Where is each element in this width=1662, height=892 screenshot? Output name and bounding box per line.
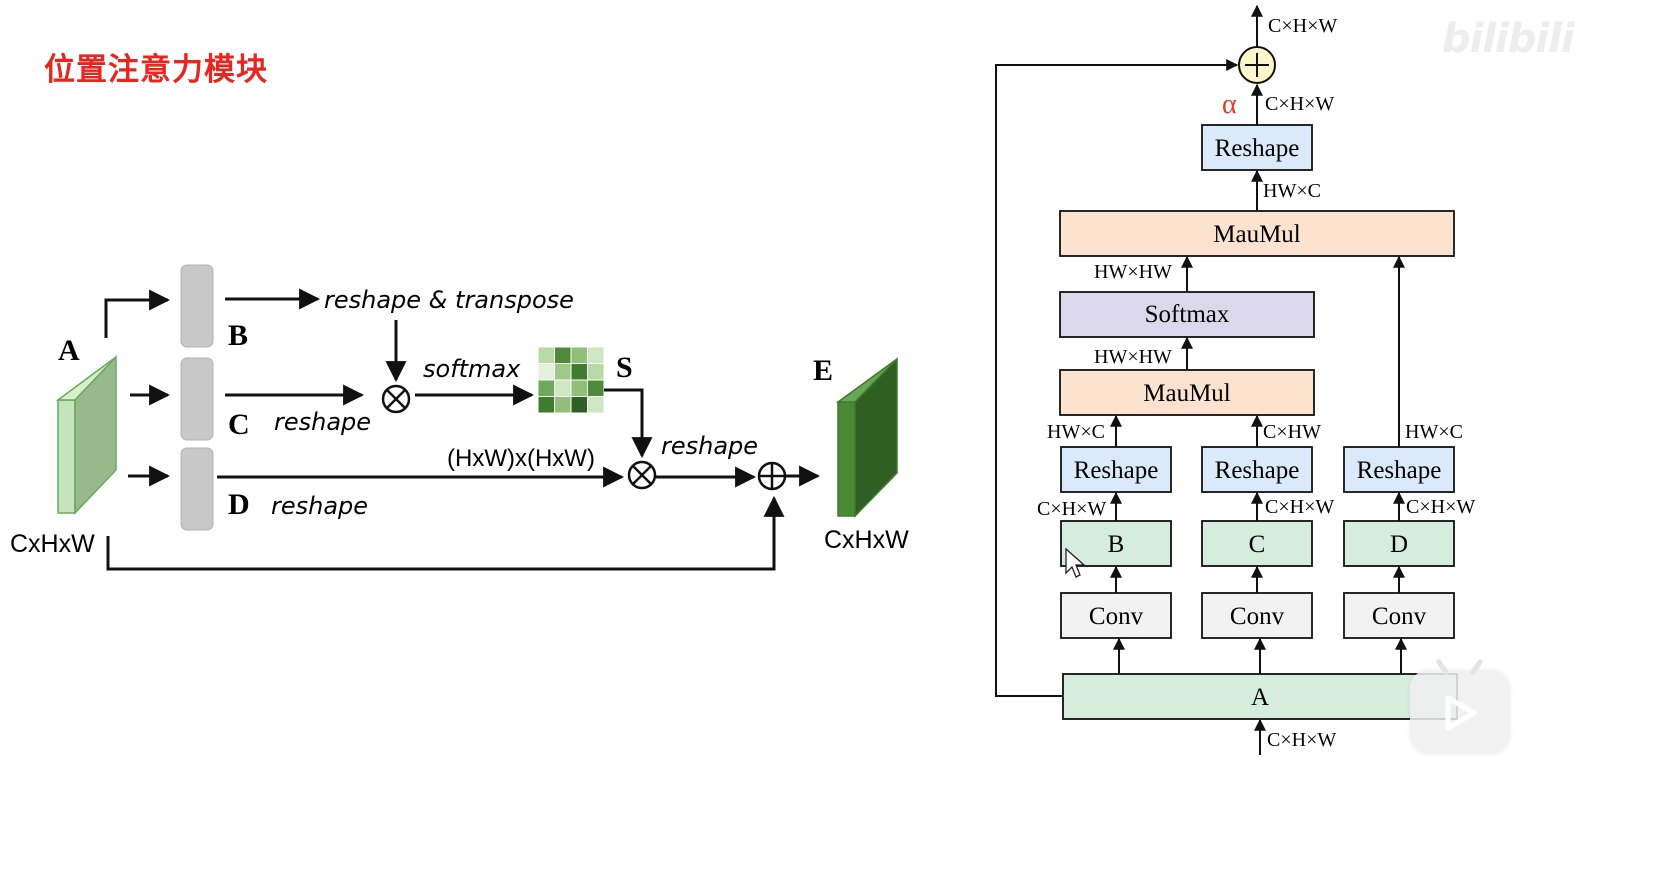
maumul-mid-box: [1059, 369, 1315, 416]
play-icon: [1445, 695, 1477, 731]
conv-d-label: Conv: [1372, 603, 1427, 630]
reshape-c-box: [1201, 446, 1313, 493]
d-box: [1343, 520, 1455, 567]
matmul-symbol-1: [381, 384, 411, 414]
bilibili-watermark: bilibili: [1442, 16, 1575, 62]
softmax-box: [1059, 291, 1315, 338]
c-box-label: C: [1249, 531, 1266, 558]
reshape-c-label: Reshape: [1215, 457, 1300, 484]
attention-cell: [554, 346, 572, 364]
chw-c-label: C×H×W: [1265, 496, 1334, 518]
attention-cell: [587, 346, 605, 364]
softmax-label: softmax: [423, 355, 521, 383]
reshape-s-label: reshape: [661, 432, 758, 460]
a-box-label: A: [1251, 684, 1269, 711]
reshape-d-label: reshape: [271, 492, 368, 520]
reshape-top-label: Reshape: [1215, 135, 1300, 162]
attention-cell: [570, 346, 588, 364]
add-symbol: [757, 461, 787, 491]
maumul-top-label: MauMul: [1213, 221, 1301, 248]
d-box-label: D: [1390, 531, 1408, 558]
label-e: E: [813, 354, 833, 387]
chw-d-label: C×H×W: [1406, 496, 1475, 518]
feature-map-a: [55, 355, 117, 515]
attention-cell: [537, 396, 555, 414]
flowchart-diagram: C×H×W α C×H×W Reshape HW×C MauMul HW×HW …: [995, 4, 1475, 755]
hwhw-2-label: HW×HW: [1094, 346, 1172, 368]
c-box: [1201, 520, 1313, 567]
hwc-right-label: HW×C: [1405, 421, 1463, 443]
chw-b-label: C×H×W: [1037, 498, 1106, 520]
maumul-mid-label: MauMul: [1143, 380, 1231, 407]
attention-cell: [570, 379, 588, 397]
page-title: 位置注意力模块: [44, 52, 268, 88]
b-box: [1060, 520, 1172, 567]
hwhw-1-label: HW×HW: [1094, 261, 1172, 283]
label-c: C: [228, 408, 250, 441]
reshape-c-label: reshape: [274, 408, 371, 436]
arrow-a-to-b: [104, 289, 171, 338]
reshape-transpose-label: reshape & transpose: [324, 286, 574, 314]
input-dim-label: CxHxW: [10, 530, 95, 558]
reshape-b-label: Reshape: [1074, 457, 1159, 484]
b-box-label: B: [1108, 531, 1125, 558]
attention-cell: [554, 379, 572, 397]
attention-cell: [587, 396, 605, 414]
conv-d-box: [1343, 592, 1455, 639]
label-a: A: [58, 334, 80, 367]
output-dim-label-right: C×H×W: [1268, 15, 1337, 37]
attention-cell: [570, 363, 588, 381]
attention-cell: [537, 379, 555, 397]
attention-dim-label: (HxW)x(HxW): [447, 445, 595, 472]
residual-connection-arrow: [995, 59, 1239, 697]
attention-map-s: [537, 346, 605, 414]
alpha-dim-label: C×H×W: [1265, 93, 1334, 115]
reshape-top-box: [1201, 124, 1313, 171]
conv-c-box: [1201, 592, 1313, 639]
sum-symbol: [1238, 46, 1276, 84]
input-dim-label-right: C×H×W: [1267, 729, 1336, 751]
attention-cell: [587, 363, 605, 381]
skip-connection-arrow: [106, 495, 785, 571]
conv-b-box: [1060, 592, 1172, 639]
maumul-top-box: [1059, 210, 1455, 257]
attention-cell: [554, 363, 572, 381]
label-b: B: [228, 319, 248, 352]
branch-c-bar: [180, 357, 214, 441]
mouse-cursor-icon: [1065, 547, 1086, 578]
conv-b-label: Conv: [1089, 603, 1144, 630]
reshape-d-label: Reshape: [1357, 457, 1442, 484]
alpha-label: α: [1222, 89, 1237, 120]
arrow-s-down: [604, 388, 653, 459]
video-play-button[interactable]: [1410, 670, 1510, 754]
reshape-b-box: [1060, 446, 1172, 493]
chw-mid-label: C×HW: [1263, 421, 1321, 443]
softmax-box-label: Softmax: [1145, 301, 1230, 328]
output-dim-label: CxHxW: [824, 526, 909, 554]
branch-b-bar: [180, 264, 214, 348]
feature-map-e: [835, 357, 898, 518]
hwc-top-label: HW×C: [1263, 180, 1321, 202]
attention-cell: [537, 346, 555, 364]
attention-cell: [587, 379, 605, 397]
label-s: S: [616, 351, 633, 384]
attention-cell: [554, 396, 572, 414]
attention-cell: [537, 363, 555, 381]
matmul-symbol-2: [627, 460, 657, 490]
a-box: [1062, 673, 1458, 720]
position-attention-diagram: A CxHxW B C D reshape & transpose reshap…: [10, 264, 909, 571]
label-d: D: [228, 488, 250, 521]
branch-d-bar: [180, 447, 214, 531]
conv-c-label: Conv: [1230, 603, 1285, 630]
attention-cell: [570, 396, 588, 414]
hwc-left-label: HW×C: [1047, 421, 1105, 443]
